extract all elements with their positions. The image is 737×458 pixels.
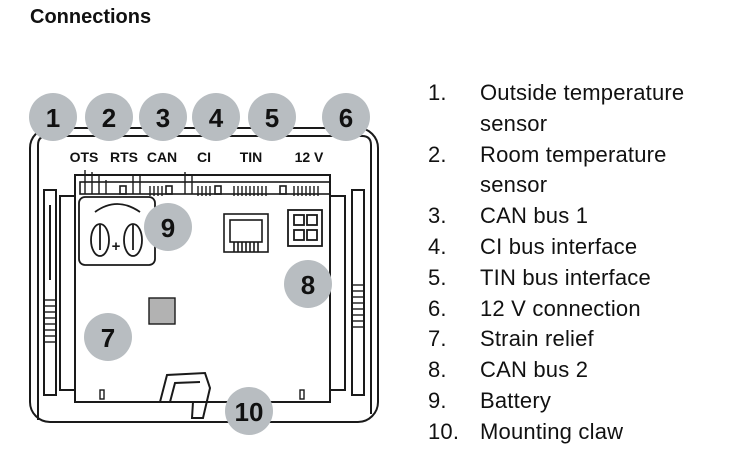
legend-text: CAN bus 2 [480, 357, 589, 383]
callout-4-label: 4 [209, 103, 224, 133]
legend-item-6: 6. 12 V connection [428, 294, 737, 325]
legend-item-7: 7. Strain relief [428, 324, 737, 355]
legend-number: 4. [428, 233, 447, 259]
callout-6-badge [322, 93, 370, 141]
callout-9-label: 9 [161, 213, 175, 243]
mounting-claw [159, 371, 212, 419]
legend-item-5: 5. TIN bus interface [428, 263, 737, 294]
callout-9-badge [144, 203, 192, 251]
legend-list: 1. Outside temperature sensor 2. Room temp… [428, 78, 737, 448]
legend-number: 1. [428, 80, 447, 105]
callout-8-label: 8 [301, 270, 315, 300]
terminal-block [79, 181, 331, 195]
legend-text: Room temperature sensor [480, 141, 667, 198]
legend-item-4: 4. CI bus interface [428, 232, 737, 263]
terminal-label-rts: RTS [110, 149, 138, 165]
callout-4-badge [192, 93, 240, 141]
callout-7-label: 7 [101, 323, 115, 353]
callout-10-badge [225, 387, 273, 435]
legend-text: Battery [480, 387, 552, 413]
legend-number: 5. [428, 264, 447, 290]
board-outline [74, 174, 331, 403]
terminal-label-12v: 12 V [295, 149, 324, 165]
callout-3-label: 3 [156, 103, 170, 133]
page-title: Connections [30, 6, 152, 28]
legend-number: 2. [428, 141, 447, 167]
legend-number: 6. [428, 295, 447, 321]
terminal-label-tin: TIN [240, 149, 263, 165]
callout-6-label: 6 [339, 103, 353, 133]
legend-item-1: 1. Outside temperature sensor [428, 78, 737, 140]
legend-number: 7. [428, 326, 447, 352]
legend-item-10: 10. Mounting claw [428, 417, 737, 448]
power-connector [287, 209, 323, 247]
legend-item-9: 9. Battery [428, 386, 737, 417]
legend-number: 8. [428, 357, 447, 383]
legend-number: 3. [428, 203, 447, 229]
callout-7-badge [84, 313, 132, 361]
terminal-label-ots: OTS [70, 149, 99, 165]
callout-5-label: 5 [265, 103, 279, 133]
callout-10-label: 10 [235, 397, 264, 427]
callout-8-badge [284, 260, 332, 308]
callout-3-badge [139, 93, 187, 141]
callout-5-badge [248, 93, 296, 141]
legend-text: TIN bus interface [480, 264, 651, 290]
right-guide-rail [351, 189, 365, 396]
left-guide-rail [43, 189, 57, 396]
legend-number: 10. [428, 418, 460, 444]
legend-number: 9. [428, 387, 447, 413]
callout-1-badge [29, 93, 77, 141]
legend-item-3: 3. CAN bus 1 [428, 201, 737, 232]
strain-relief-pad [148, 297, 176, 325]
legend-text: Strain relief [480, 326, 594, 352]
callout-1-label: 1 [46, 103, 60, 133]
legend-item-2: 2. Room temperature sensor [428, 140, 737, 202]
callout-2-label: 2 [102, 103, 116, 133]
legend-text: Mounting claw [480, 418, 624, 444]
legend-text: CAN bus 1 [480, 203, 589, 229]
legend-text: CI bus interface [480, 233, 638, 259]
legend-item-8: 8. CAN bus 2 [428, 355, 737, 386]
battery-polarity-label: + [112, 238, 121, 255]
legend-text: Outside temperature sensor [480, 80, 685, 136]
legend-text: 12 V connection [480, 295, 641, 321]
callout-2-badge [85, 93, 133, 141]
terminal-label-ci: CI [197, 149, 211, 165]
terminal-label-can: CAN [147, 149, 177, 165]
